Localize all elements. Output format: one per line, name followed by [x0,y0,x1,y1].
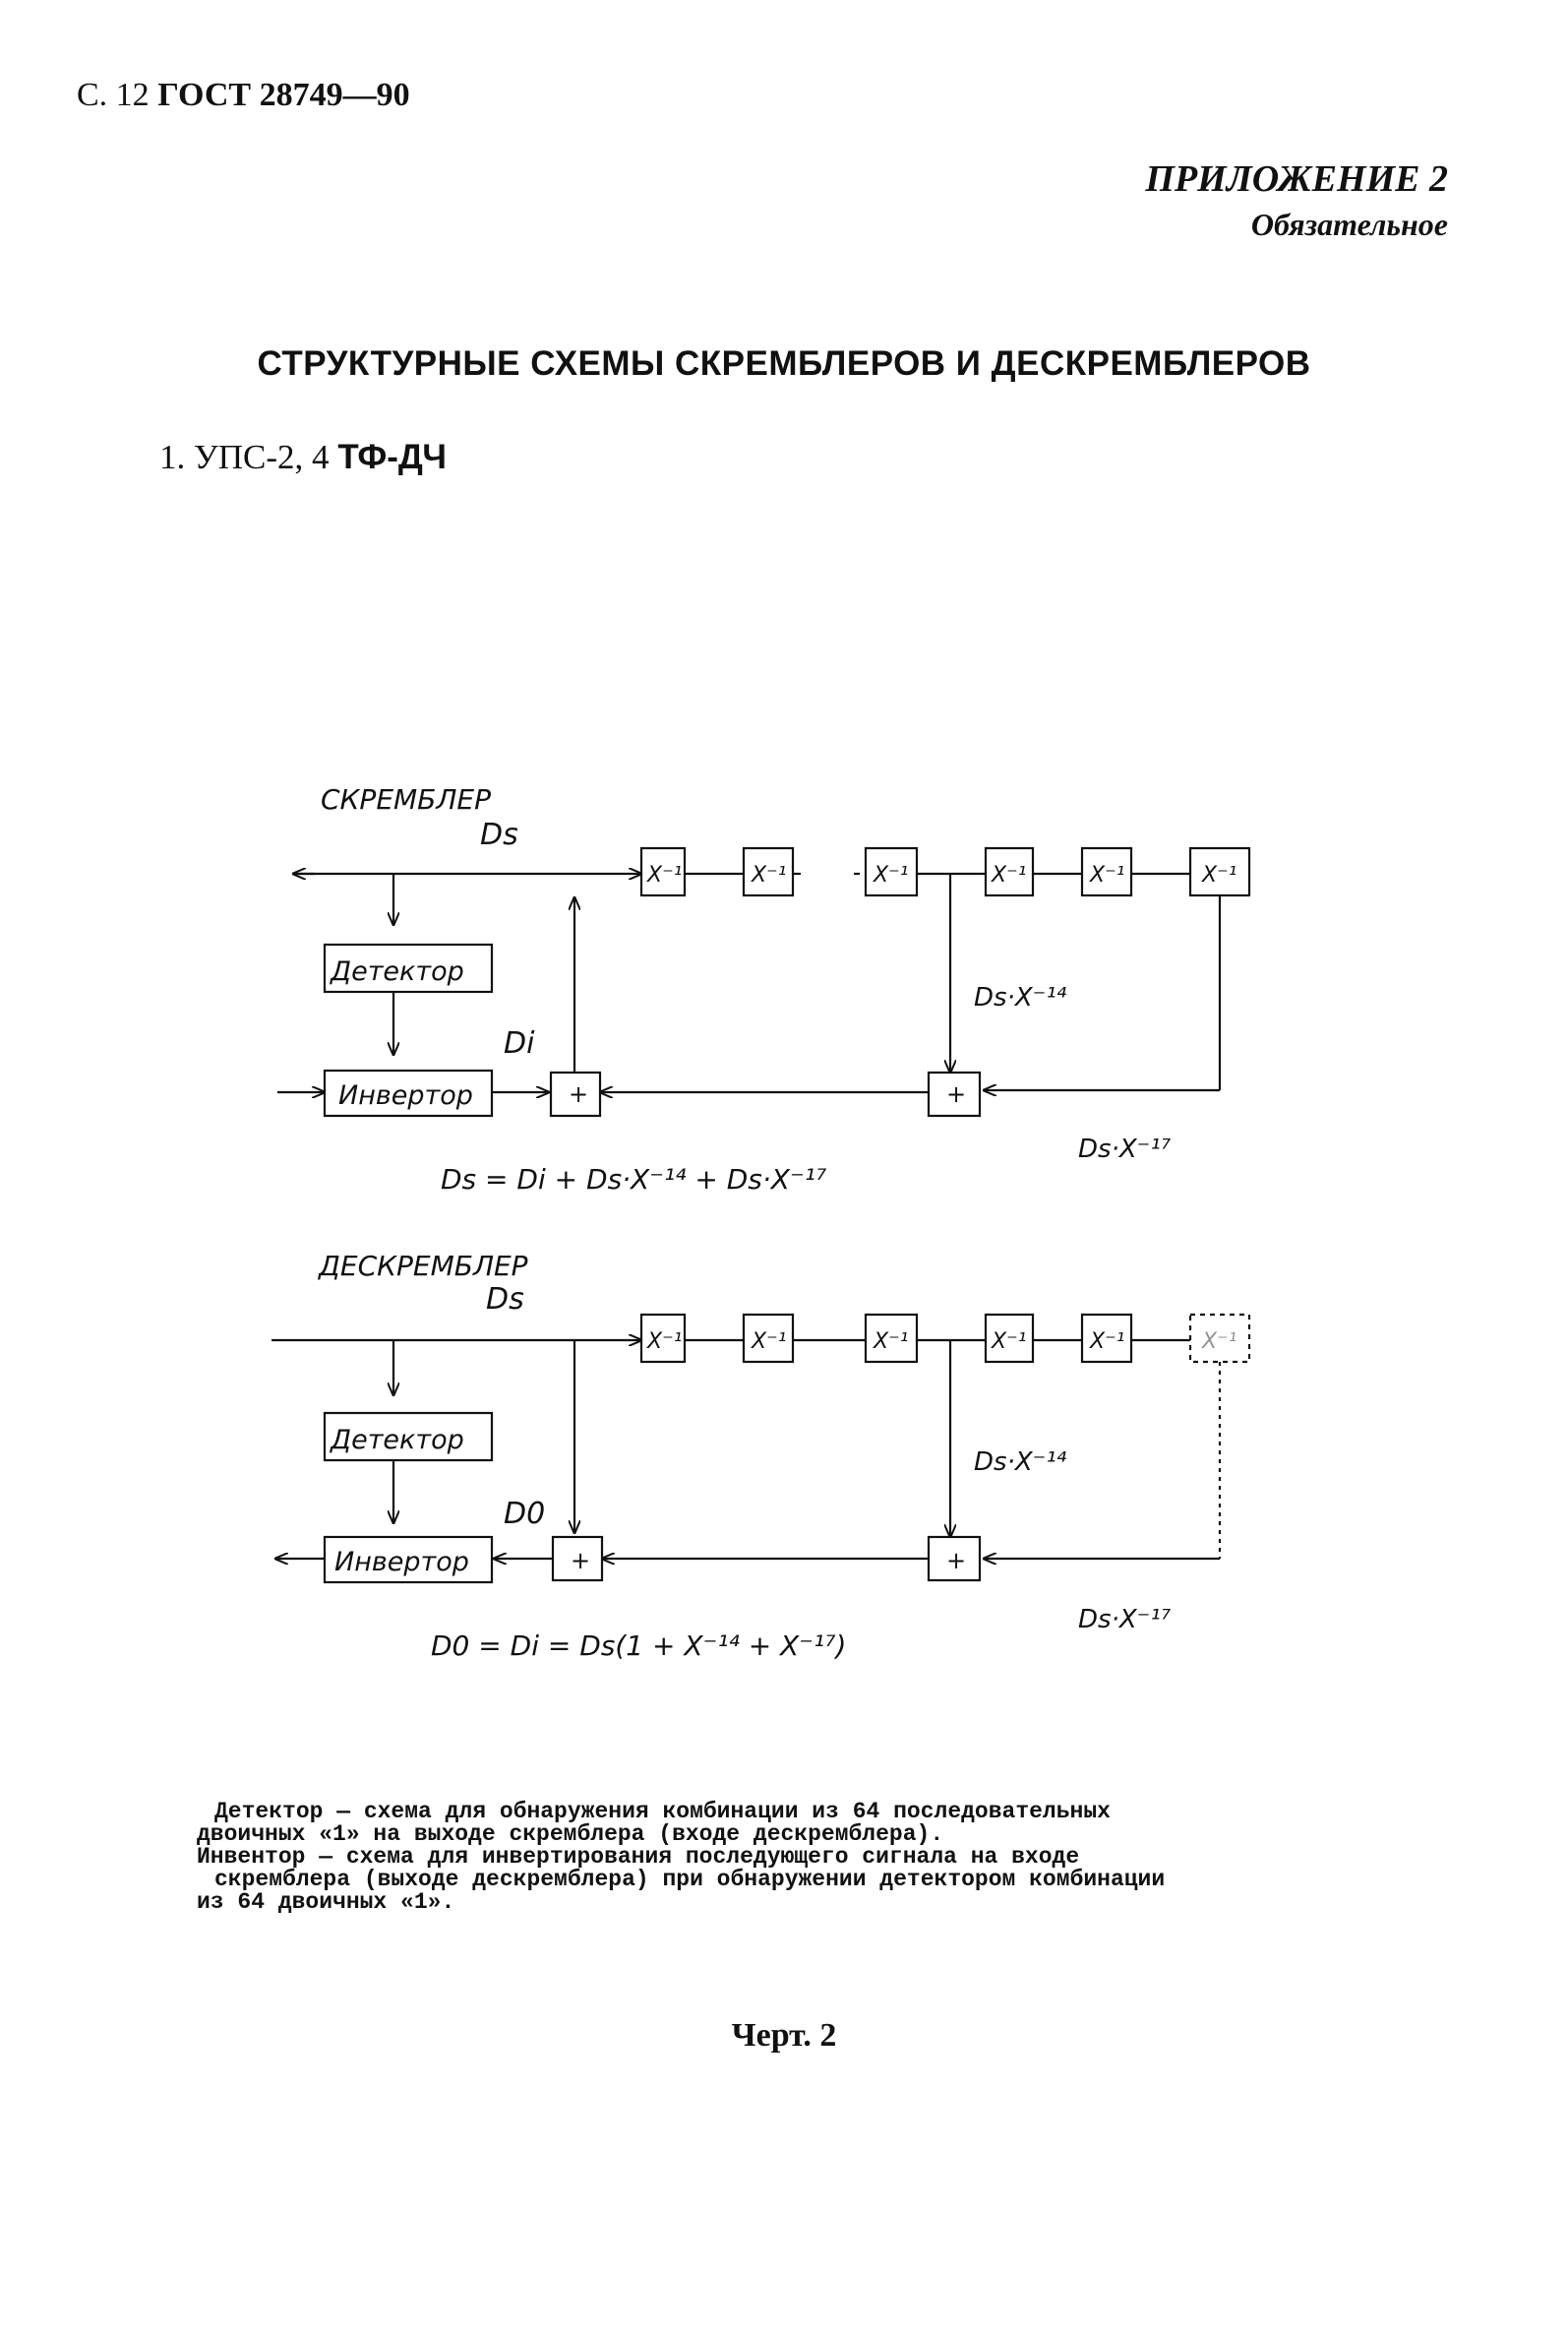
appendix-subtitle: Обязательное [1250,207,1448,242]
scrambler-diagram [277,846,1251,1118]
adder-box [927,1071,982,1118]
scrambler-inverter-label: Инвертор [338,1080,473,1111]
scrambler-tap17-label: Ds·X⁻¹⁷ [1078,1135,1172,1164]
delay-box [742,1313,795,1364]
scrambler-title: СКРЕМБЛЕР [321,783,491,816]
delay-box [639,1313,687,1364]
descrambler-ds-label: Ds [486,1282,524,1317]
scrambler-di-label: Di [504,1026,535,1061]
delay-label: X⁻¹ [751,863,787,888]
descrambler-formula: D0 = Di = Ds(1 + X⁻¹⁴ + X⁻¹⁷) [431,1629,846,1662]
descrambler-tap14-label: Ds·X⁻¹⁴ [974,1447,1067,1477]
figure-caption: Черт. 2 [731,2017,837,2054]
descrambler-inverter-label: Инвертор [334,1547,469,1577]
adder-label: + [571,1547,590,1574]
delay-box [742,846,795,897]
delay-box [984,846,1035,897]
delay-label: X⁻¹ [646,863,683,888]
delay-label: X⁻¹ [646,1329,683,1354]
delay-label: X⁻¹ [751,1329,787,1354]
descrambler-title: ДЕСКРЕМБЛЕР [317,1250,528,1282]
page-header: С. 12 ГОСТ 28749—90 [77,77,410,114]
delay-label: X⁻¹ [991,863,1027,888]
note-inverter-line2: скремблера (выходе дескремблера) при обн… [214,1867,1166,1892]
section-label: УПС-2, 4 [194,438,330,476]
delay-label: X⁻¹ [873,863,909,888]
scrambler-ds-label: Ds [480,818,518,852]
adder-label: + [946,1547,966,1574]
delay-box [639,846,687,897]
delay-box [1188,1313,1251,1364]
descrambler-d0-label: D0 [504,1497,545,1531]
scrambler-detector-label: Детектор [330,956,464,987]
delay-box [984,1313,1035,1364]
page-title: СТРУКТУРНЫЕ СХЕМЫ СКРЕМБЛЕРОВ И ДЕСКРЕМБ… [257,344,1311,383]
scrambler-tap14-label: Ds·X⁻¹⁴ [974,983,1067,1013]
delay-label: X⁻¹ [1201,863,1237,888]
note-detector-line2: двоичных «1» на выходе скремблера (входе… [197,1821,944,1847]
section-label-bold: ТФ-ДЧ [337,438,447,476]
diagram-notes: Детектор — схема для обнаружения комбина… [197,1801,1357,1914]
delay-box [1080,1313,1133,1364]
delay-label: X⁻¹ [1089,863,1125,888]
note-inverter-line3: из 64 двоичных «1». [197,1889,455,1915]
delay-box [864,1313,919,1364]
delay-label: X⁻¹ [1089,1329,1125,1354]
page-number: С. 12 [77,77,150,113]
delay-label: X⁻¹ [1201,1329,1237,1354]
delay-box [1080,846,1133,897]
note-inverter-line1: Инвентор — схема для инвертирования посл… [197,1844,1080,1870]
delay-label: X⁻¹ [991,1329,1027,1354]
detector-box [323,943,494,994]
adder-label: + [569,1080,588,1108]
standard-number: ГОСТ 28749—90 [157,77,410,113]
adder-label: + [946,1080,966,1108]
detector-box [323,1411,494,1462]
descrambler-detector-label: Детектор [330,1425,464,1455]
section-number: 1. [159,438,186,476]
delay-box [864,846,919,897]
note-detector-line1: Детектор — схема для обнаружения комбина… [214,1799,1111,1824]
delay-label: X⁻¹ [873,1329,909,1354]
descrambler-diagram [271,1313,1251,1584]
section-heading: 1. УПС-2, 4 ТФ-ДЧ [159,438,447,477]
appendix-title: ПРИЛОЖЕНИЕ 2 [1145,158,1448,200]
scrambler-formula: Ds = Di + Ds·X⁻¹⁴ + Ds·X⁻¹⁷ [441,1163,827,1196]
descrambler-tap17-label: Ds·X⁻¹⁷ [1078,1605,1172,1634]
